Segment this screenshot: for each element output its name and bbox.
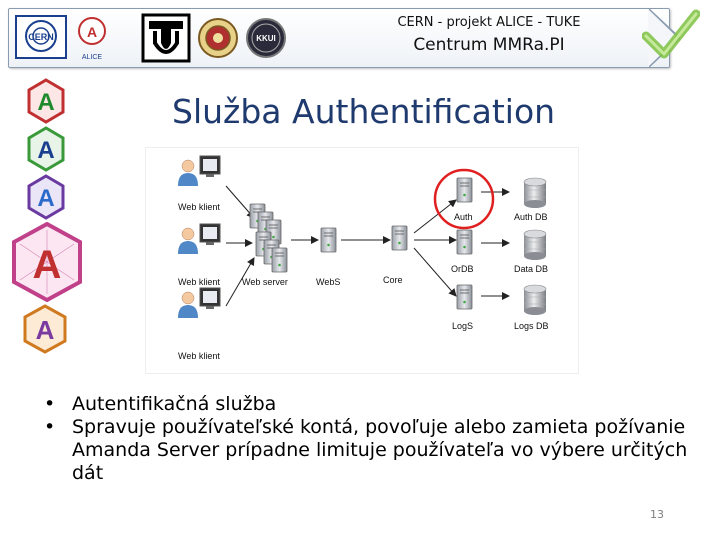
web-client-3-label: Web klient xyxy=(178,351,220,361)
page-number: 13 xyxy=(650,508,664,521)
data-db xyxy=(523,229,547,261)
logs-db-label: Logs DB xyxy=(514,321,549,331)
auth-label: Auth xyxy=(454,212,473,222)
svg-text:CERN: CERN xyxy=(28,32,54,42)
auth-db-label: Auth DB xyxy=(514,212,548,222)
cern-logo: CERN xyxy=(15,15,67,59)
web-client-1-label: Web klient xyxy=(178,202,220,212)
web-server-label: Web server xyxy=(242,277,288,287)
kkui-logo: KKUI xyxy=(246,18,286,58)
web-client-2 xyxy=(177,223,221,255)
tuke-logo xyxy=(141,13,191,63)
logs-label: LogS xyxy=(452,321,473,331)
svg-text:A: A xyxy=(36,315,55,345)
webs-label: WebS xyxy=(316,277,340,287)
bullet-text: Autentifikačná služba xyxy=(72,393,277,415)
faculty-seal-logo xyxy=(198,18,238,58)
svg-text:A: A xyxy=(37,89,54,116)
svg-text:KKUI: KKUI xyxy=(256,34,276,43)
alice-logo-4: A xyxy=(12,222,82,302)
core-label: Core xyxy=(383,275,403,285)
checkmark-icon xyxy=(642,9,700,59)
auth-highlight-circle xyxy=(433,168,495,230)
alice-logo-2: A xyxy=(27,126,65,172)
webs-server xyxy=(320,227,337,253)
alice-logo-header: A ALICE xyxy=(78,17,106,61)
auth-db xyxy=(523,177,547,209)
ordb-label: OrDB xyxy=(451,264,474,274)
svg-text:A: A xyxy=(37,185,54,212)
data-db-label: Data DB xyxy=(514,264,548,274)
banner-subtitle: Centrum MMRa.PI xyxy=(413,35,565,55)
web-client-1 xyxy=(177,155,221,187)
architecture-diagram: Web klient Web klient Web klient Web ser… xyxy=(145,147,579,374)
bullet-dot-icon: • xyxy=(44,416,56,438)
alice-logo-1: A xyxy=(27,78,65,124)
bullet-item: • Spravuje používateľské kontá, povoľuje… xyxy=(40,416,700,485)
logs-server xyxy=(456,284,473,310)
web-client-2-label: Web klient xyxy=(178,277,220,287)
svg-text:A: A xyxy=(37,137,54,164)
auth-server xyxy=(456,177,473,203)
logs-db xyxy=(523,284,547,316)
bullet-list: • Autentifikačná služba • Spravuje použí… xyxy=(40,393,700,485)
web-client-3 xyxy=(177,287,221,319)
alice-logo-5: A xyxy=(23,304,67,354)
web-server-cluster xyxy=(249,203,288,273)
slide-title: Služba Authentification xyxy=(172,92,556,131)
svg-text:A: A xyxy=(33,243,62,287)
bullet-item: • Autentifikačná služba xyxy=(40,393,700,416)
bullet-text: Spravuje používateľské kontá, povoľuje a… xyxy=(72,416,688,484)
alice-logo-3: A xyxy=(27,174,65,220)
svg-text:ALICE: ALICE xyxy=(82,54,103,61)
diagram-connections xyxy=(225,185,510,307)
banner-title: CERN - projekt ALICE - TUKE xyxy=(397,15,581,30)
core-server xyxy=(391,225,408,251)
bullet-dot-icon: • xyxy=(44,393,56,415)
svg-text:A: A xyxy=(87,24,97,40)
header-banner: CERN A ALICE KKUI CERN - projekt ALICE -… xyxy=(8,8,681,68)
ordb-server xyxy=(456,229,473,255)
